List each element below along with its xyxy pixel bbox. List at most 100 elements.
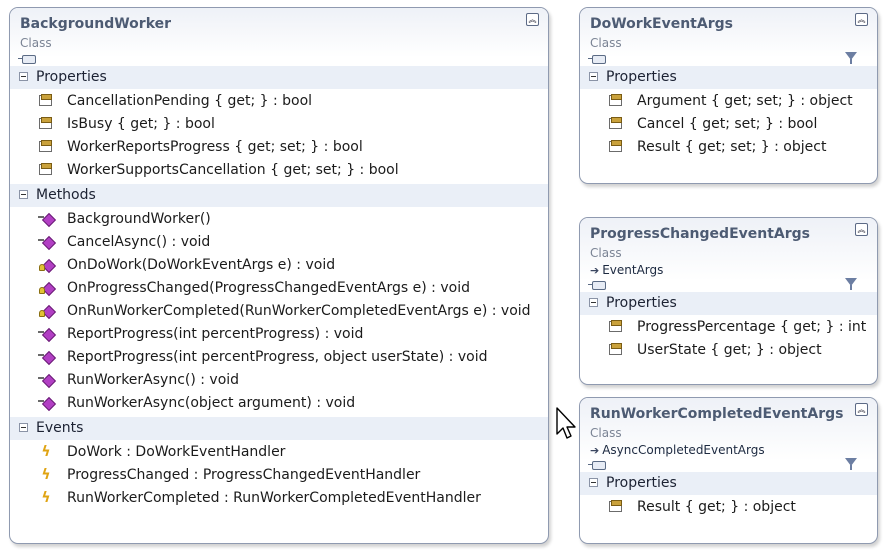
filter-icon[interactable] — [845, 278, 857, 290]
collapse-chevrons-icon[interactable]: ︽ — [855, 13, 868, 26]
section-collapse-toggle[interactable] — [19, 72, 28, 81]
method-label: OnRunWorkerCompleted(RunWorkerCompletedE… — [67, 303, 531, 319]
method-item[interactable]: ReportProgress(int percentProgress) : vo… — [10, 323, 548, 346]
event-item[interactable]: ϟ DoWork : DoWorkEventHandler — [10, 441, 548, 464]
event-item[interactable]: ϟ ProgressChanged : ProgressChangedEventH… — [10, 464, 548, 487]
section-events[interactable]: Events — [10, 417, 548, 440]
class-doworkeventargs[interactable]: DoWorkEventArgs Class ︽ Properties Argum… — [579, 7, 878, 184]
section-label: Properties — [606, 295, 677, 311]
section-collapse-toggle[interactable] — [589, 298, 598, 307]
method-icon — [38, 396, 54, 411]
protected-method-icon — [38, 304, 54, 319]
event-label: ProgressChanged : ProgressChangedEventHa… — [67, 467, 421, 483]
class-shape-icon — [18, 55, 36, 64]
section-properties[interactable]: Properties — [580, 66, 877, 89]
section-collapse-toggle[interactable] — [589, 478, 598, 487]
method-label: ReportProgress(int percentProgress) : vo… — [67, 326, 364, 342]
class-title: DoWorkEventArgs — [590, 16, 733, 32]
method-icon — [38, 235, 54, 250]
section-collapse-toggle[interactable] — [19, 190, 28, 199]
class-header: DoWorkEventArgs Class ︽ — [580, 8, 877, 66]
base-class-label: AsyncCompletedEventArgs — [602, 443, 765, 457]
property-item[interactable]: CancellationPending { get; } : bool — [10, 90, 548, 113]
class-shape-icon — [588, 281, 606, 290]
event-icon: ϟ — [41, 444, 51, 460]
class-shape-icon — [588, 461, 606, 470]
method-item[interactable]: RunWorkerAsync() : void — [10, 369, 548, 392]
collapse-chevrons-icon[interactable]: ︽ — [855, 403, 868, 416]
section-label: Properties — [606, 69, 677, 85]
protected-method-icon — [38, 258, 54, 273]
class-kind: Class — [590, 246, 622, 260]
filter-icon[interactable] — [845, 52, 857, 64]
collapse-chevrons-icon[interactable]: ︽ — [855, 223, 868, 236]
property-icon — [608, 500, 624, 515]
property-item[interactable]: WorkerReportsProgress { get; set; } : bo… — [10, 136, 548, 159]
method-item[interactable]: OnProgressChanged(ProgressChangedEventAr… — [10, 277, 548, 300]
method-icon — [38, 212, 54, 227]
inherit-arrow-icon: ➔ — [590, 444, 600, 457]
class-title: ProgressChangedEventArgs — [590, 226, 811, 242]
class-runworkercompletedeventargs[interactable]: RunWorkerCompletedEventArgs Class ➔Async… — [579, 397, 878, 544]
class-kind: Class — [590, 36, 622, 50]
property-item[interactable]: Argument { get; set; } : object — [580, 90, 877, 113]
section-methods[interactable]: Methods — [10, 184, 548, 207]
method-label: RunWorkerAsync() : void — [67, 372, 240, 388]
base-class: ➔EventArgs — [590, 262, 867, 278]
property-item[interactable]: Result { get; set; } : object — [580, 136, 877, 159]
property-label: Argument { get; set; } : object — [637, 93, 853, 109]
event-icon: ϟ — [41, 467, 51, 483]
property-label: WorkerReportsProgress { get; set; } : bo… — [67, 139, 363, 155]
method-label: BackgroundWorker() — [67, 211, 211, 227]
method-item[interactable]: BackgroundWorker() — [10, 208, 548, 231]
class-shape-icon — [588, 55, 606, 64]
section-label: Methods — [36, 187, 96, 203]
property-item[interactable]: Cancel { get; set; } : bool — [580, 113, 877, 136]
property-label: Result { get; set; } : object — [637, 139, 827, 155]
property-label: Result { get; } : object — [637, 499, 796, 515]
base-class: ➔AsyncCompletedEventArgs — [590, 442, 867, 458]
property-label: Cancel { get; set; } : bool — [637, 116, 818, 132]
class-backgroundworker[interactable]: BackgroundWorker Class ︽ Properties Canc… — [9, 7, 549, 544]
property-item[interactable]: IsBusy { get; } : bool — [10, 113, 548, 136]
property-label: UserState { get; } : object — [637, 342, 822, 358]
method-label: OnProgressChanged(ProgressChangedEventAr… — [67, 280, 470, 296]
section-label: Properties — [36, 69, 107, 85]
event-icon: ϟ — [41, 490, 51, 506]
method-item[interactable]: OnRunWorkerCompleted(RunWorkerCompletedE… — [10, 300, 548, 323]
section-properties[interactable]: Properties — [580, 292, 877, 315]
property-icon — [38, 117, 54, 132]
class-title: BackgroundWorker — [20, 16, 172, 32]
section-label: Properties — [606, 475, 677, 491]
property-item[interactable]: UserState { get; } : object — [580, 339, 877, 362]
property-item[interactable]: WorkerSupportsCancellation { get; set; }… — [10, 159, 548, 182]
class-header: RunWorkerCompletedEventArgs Class ➔Async… — [580, 398, 877, 472]
section-collapse-toggle[interactable] — [589, 72, 598, 81]
method-label: OnDoWork(DoWorkEventArgs e) : void — [67, 257, 336, 273]
section-properties[interactable]: Properties — [580, 472, 877, 495]
collapse-chevrons-icon[interactable]: ︽ — [526, 13, 539, 26]
method-item[interactable]: RunWorkerAsync(object argument) : void — [10, 392, 548, 415]
section-label: Events — [36, 420, 84, 436]
method-icon — [38, 327, 54, 342]
method-item[interactable]: ReportProgress(int percentProgress, obje… — [10, 346, 548, 369]
property-item[interactable]: Result { get; } : object — [580, 496, 877, 519]
properties-list: Argument { get; set; } : object Cancel {… — [580, 89, 877, 161]
property-label: CancellationPending { get; } : bool — [67, 93, 313, 109]
method-item[interactable]: CancelAsync() : void — [10, 231, 548, 254]
property-item[interactable]: ProgressPercentage { get; } : int — [580, 316, 877, 339]
properties-list: Result { get; } : object — [580, 495, 877, 521]
property-icon — [38, 140, 54, 155]
event-item[interactable]: ϟ RunWorkerCompleted : RunWorkerCompleted… — [10, 487, 548, 510]
method-item[interactable]: OnDoWork(DoWorkEventArgs e) : void — [10, 254, 548, 277]
inherit-arrow-icon: ➔ — [590, 264, 600, 277]
event-label: DoWork : DoWorkEventHandler — [67, 444, 286, 460]
filter-icon[interactable] — [845, 458, 857, 470]
class-progresschangedeventargs[interactable]: ProgressChangedEventArgs Class ➔EventArg… — [579, 217, 878, 385]
section-collapse-toggle[interactable] — [19, 423, 28, 432]
section-properties[interactable]: Properties — [10, 66, 548, 89]
property-icon — [608, 320, 624, 335]
event-label: RunWorkerCompleted : RunWorkerCompletedE… — [67, 490, 481, 506]
property-icon — [608, 140, 624, 155]
property-icon — [38, 163, 54, 178]
